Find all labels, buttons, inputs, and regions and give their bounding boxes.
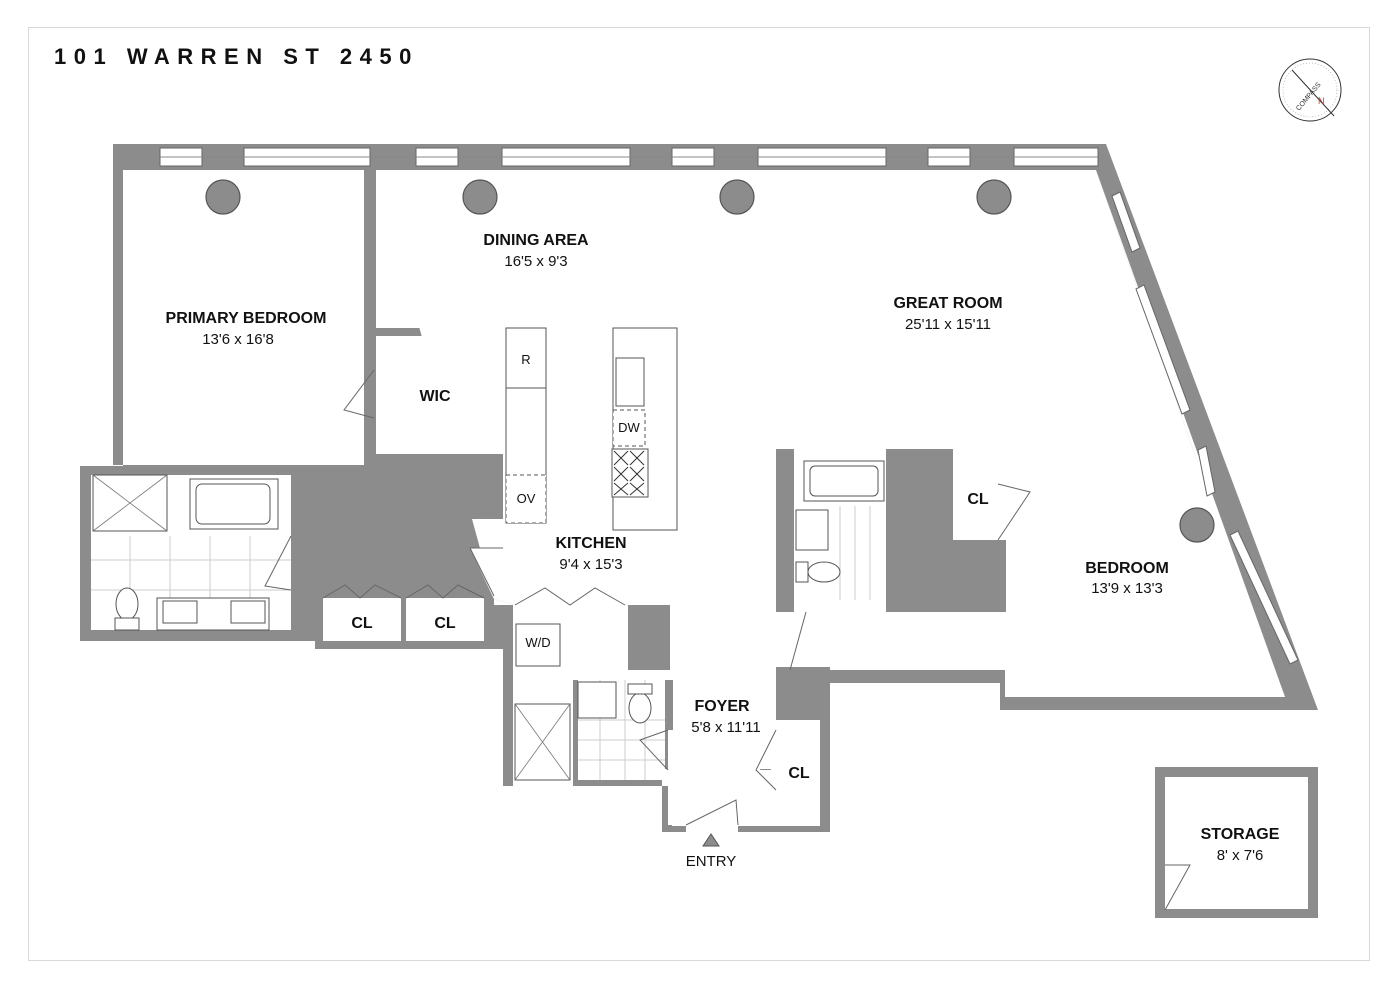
dims-bedroom: 13'9 x 13'3 xyxy=(1091,580,1163,597)
sink-2 xyxy=(795,509,829,551)
label-oven: OV xyxy=(517,491,536,506)
north-windows xyxy=(159,147,1099,167)
label-dining-area: DINING AREA xyxy=(483,232,589,249)
room-labels: PRIMARY BEDROOM 13'6 x 16'8 DINING AREA … xyxy=(166,232,1280,870)
label-great-room: GREAT ROOM xyxy=(893,295,1002,312)
cooktop xyxy=(611,448,649,498)
dims-kitchen: 9'4 x 15'3 xyxy=(559,556,622,573)
oven xyxy=(505,474,547,524)
bedroom-bath-fixtures xyxy=(795,460,885,600)
hall-bath-fixtures xyxy=(514,680,665,781)
dims-primary-bedroom: 13'6 x 16'8 xyxy=(202,331,274,348)
label-wic: WIC xyxy=(419,388,451,405)
toilet-2 xyxy=(807,561,841,583)
kitchen-fixtures xyxy=(505,327,678,531)
toilet-3 xyxy=(628,692,652,724)
page-title: 101 WARREN ST 2450 xyxy=(54,44,419,69)
washer-dryer xyxy=(515,623,561,667)
label-entry: ENTRY xyxy=(686,853,737,870)
east-windows xyxy=(1111,191,1299,665)
open-areas xyxy=(376,170,1196,824)
label-dishwasher: DW xyxy=(618,420,640,435)
sink xyxy=(615,357,645,407)
label-storage: STORAGE xyxy=(1201,826,1280,843)
dishwasher xyxy=(612,409,646,447)
compass-rose: COMPASS N xyxy=(1278,58,1342,122)
label-foyer: FOYER xyxy=(694,698,750,715)
label-refrigerator: R xyxy=(521,352,530,367)
label-washer-dryer: W/D xyxy=(525,635,550,650)
dims-storage: 8' x 7'6 xyxy=(1217,847,1264,864)
compass-north-label: N xyxy=(1318,96,1325,106)
drawing-frame xyxy=(28,27,1370,961)
dims-great-room: 25'11 x 15'11 xyxy=(905,316,991,333)
structural-columns xyxy=(205,179,1215,543)
dims-foyer: 5'8 x 11'11 xyxy=(691,719,760,736)
interior-partitions xyxy=(291,144,1006,826)
label-primary-bedroom: PRIMARY BEDROOM xyxy=(166,310,327,327)
dims-dining-area: 16'5 x 9'3 xyxy=(504,253,567,270)
label-closet-primary-1: CL xyxy=(351,615,373,632)
entry-arrow-icon xyxy=(702,833,720,847)
label-kitchen: KITCHEN xyxy=(555,535,626,552)
refrigerator xyxy=(505,327,547,389)
label-closet-primary-2: CL xyxy=(434,615,456,632)
label-closet-bedroom: CL xyxy=(967,491,989,508)
toilet xyxy=(115,587,139,621)
primary-bath-fixtures xyxy=(91,474,291,631)
door-swings xyxy=(264,369,1191,911)
sink-3 xyxy=(577,681,617,719)
label-closet-foyer: CL xyxy=(788,765,810,782)
label-bedroom: BEDROOM xyxy=(1085,560,1169,577)
